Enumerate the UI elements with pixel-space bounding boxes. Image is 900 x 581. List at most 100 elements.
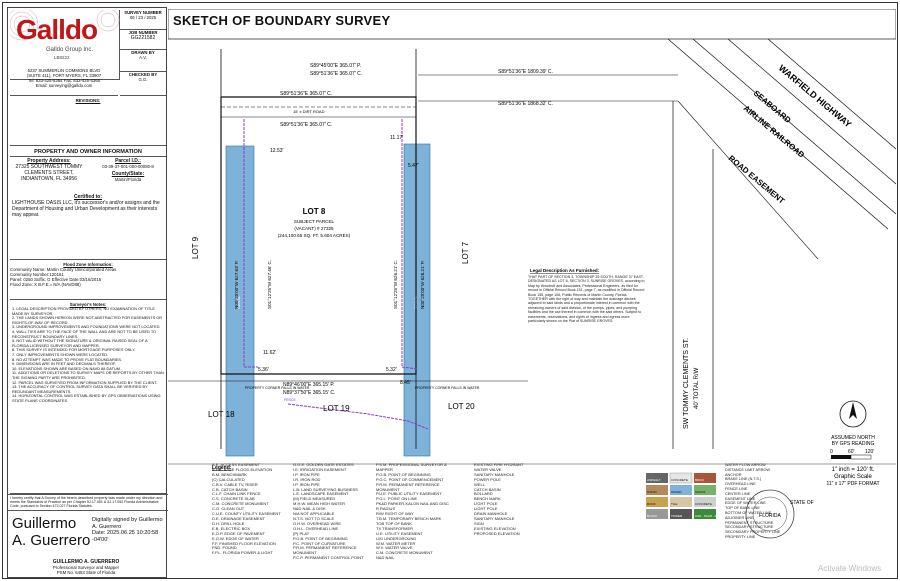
company-address: 5237 SUMMERLIN COMMONS BLVD (SUITE 411),… — [10, 66, 118, 96]
offset-12-53: 12.53' — [270, 148, 284, 154]
legend-entry: P.C.P. PERMANENT CONTROL POINT — [293, 555, 364, 561]
note-line: 6. THIS SURVEY IS INTENDED FOR MORTGAGE … — [12, 347, 136, 353]
gps-reading: BY GPS READING — [832, 441, 875, 447]
logo-contour-icon — [10, 10, 120, 41]
lot7-label: LOT 7 — [461, 241, 470, 264]
legend-entry: D.E. DRAINAGE EASEMENT — [212, 515, 265, 521]
drawn-by: A.V. — [139, 55, 147, 61]
legend-entry: T.B.M. TEMPORARY BENCH MARK — [376, 515, 442, 521]
legend-entry: M.H.W. MEAN HIGH WATER — [293, 501, 345, 507]
legend-entry: N.T.S. NOT TO SCALE — [293, 515, 335, 521]
drawing-title: SKETCH OF BOUNDARY SURVEY — [173, 13, 391, 28]
address-line: 5237 SUMMERLIN COMMONS BLVD — [27, 68, 101, 73]
legend-entry: L.B. LAND SURVEYING BUSINESS — [293, 486, 358, 492]
legend-entry: I.P. IRON PIPE — [293, 471, 320, 477]
job-number: GG221582 — [130, 35, 156, 42]
job-number-box: JOB NUMBER GG221582 — [120, 30, 166, 50]
note-line: 12. PARCEL WAS SURVEYED FROM INFORMATION… — [12, 379, 158, 385]
signature-block: I hereby certify that A Survey of the he… — [8, 494, 168, 581]
south-bound-bearing-1: S89°51'36"E 1809.39' C. — [498, 69, 553, 75]
signature-name-graphic: Guillermo A. Guerrero — [12, 515, 90, 549]
legend-entry: FENCE LINE — [725, 486, 748, 491]
flood-title: Flood Zone Information: — [63, 262, 113, 267]
title-frame — [168, 9, 896, 40]
seal-inner-ring — [752, 496, 788, 532]
legend-entry: O.H.L. OVERHEAD LINE — [293, 525, 339, 531]
boundary-sketch: CANAL CANAL S89°45'00"E 365.07' P. S89°5… — [168, 9, 896, 573]
offset-11-17: 11.17' — [390, 135, 403, 141]
scale-0: 0 — [830, 449, 833, 455]
legend-entry: G.G.E. GOLDEN GATE ESTATES — [293, 463, 354, 467]
scale-bar-light — [850, 454, 872, 460]
county-label: County/State: — [111, 171, 145, 178]
legend-entry: DRAIN MANHOLE — [474, 511, 508, 517]
lot20-label: LOT 20 — [448, 402, 475, 411]
swatch-label: BLOCK — [647, 514, 657, 518]
swatch-label: CONCRETE — [695, 502, 712, 506]
highway-row-line — [667, 38, 889, 230]
legend-entry: WATER FLOW ARROW — [725, 463, 766, 467]
legend-entry: BENCH MARK — [474, 496, 501, 502]
railroad-row-line-2 — [727, 38, 896, 185]
company-name: Galldo Group Inc. — [46, 47, 94, 53]
flood-info: Flood Zone Information: Community Name: … — [10, 262, 166, 300]
note-line: 3. UNDERGROUND IMPROVEMENTS AND FOUNDATI… — [12, 324, 161, 330]
legend-entry: F.F. FINISHED FLOOR ELEVATION — [212, 540, 276, 546]
scale-text: 1" inch = 120' ft. — [832, 467, 875, 473]
printed-surveyor: GUILLERMO A. GUERRERO Professional Surve… — [8, 559, 164, 575]
bottom-bearing-calc: N89°37'50"E 365.15' C. — [283, 390, 335, 396]
legend-entry: CENTER LINE — [725, 491, 751, 496]
digital-signature: Digitally signed by Guillermo A. Guerrer… — [92, 517, 164, 543]
legend-entry: P.O.C. POINT OF COMMENCEMENT — [376, 476, 444, 482]
checked-by-box: CHECKED BY G.G. — [120, 72, 166, 96]
legend-entry: OVERHEAD LINE — [725, 482, 756, 487]
note-line: 13. THE ACCURACY OF CONTROL SURVEY DATA … — [12, 384, 148, 394]
legend-entry: I.R. IRON ROD — [293, 476, 321, 482]
legend-entry: C.U.E. COUNTY UTILITY EASEMENT — [212, 511, 281, 517]
survey-number-label: SURVEY NUMBER — [124, 10, 162, 15]
legend-entry: D.H. DRILL HOLE — [212, 520, 245, 526]
parcel-label: Parcel I.D.: — [115, 158, 141, 164]
legend-entry: N/A NOT APPLICABLE — [293, 511, 335, 517]
corner-note-east: PROPERTY CORNER FALLS IN WATER — [415, 386, 480, 390]
swatch-label: BRICK — [695, 478, 704, 482]
note-line: 2. THE LANDS SHOWN HEREON WERE NOT ABSTR… — [12, 315, 163, 325]
legend-entry: C.M. CONCRETE MONUMENT — [212, 501, 269, 507]
north-arrow-icon — [839, 400, 867, 428]
legend-entry: U.E. UTILITY EASEMENT — [376, 530, 423, 536]
legend-entry: BRAKE LINE (N.T.S.) — [725, 477, 762, 482]
legal-description-box: THAT PART OF SECTION 3, TOWNSHIP 39 SOUT… — [528, 275, 645, 323]
west-canal — [225, 145, 255, 457]
offset-8-45: 8.45' — [400, 380, 411, 386]
inner-bearing: S89°51'36"E 365.07' C. — [280, 122, 332, 128]
legend-entry: EDGE OF WATER LINE — [725, 501, 766, 506]
top-bearing-calc: S89°51'36"E 365.07' C. — [280, 91, 332, 97]
legend-entry: P.S.M. PROFESSIONAL SURVEYOR & MAPPER — [376, 463, 447, 472]
swatch-labels: ASPHALT CONCRETE BRICK WOOD WATER GRASS … — [647, 478, 722, 518]
address-line: Tel: 833-425-5364 Fax: 833-425-5365 — [27, 78, 101, 84]
revisions-label: REVISIONS: — [75, 98, 101, 103]
legend-entry: C.B. CATCH BASIN — [212, 486, 248, 492]
east-bearing-calc: S01°12'25"W 626.21' C. — [393, 260, 398, 309]
legend-entry: P.C. POINT OF CURVATURE — [293, 540, 346, 546]
legend-entry: P.U.E. PUBLIC UTILITY EASEMENT — [376, 491, 442, 497]
certification-statement: I hereby certify that A Survey of the he… — [8, 495, 168, 511]
surveyor-license: PSM No. 6453 State of Florida — [56, 570, 116, 576]
easement-line — [677, 100, 819, 260]
legend-entry: N&D NAIL — [376, 555, 395, 561]
west-fence-line — [243, 119, 258, 368]
drawn-by-box: DRAWN BY A.V. — [120, 50, 166, 72]
offset-11-62: 11.62' — [263, 350, 276, 356]
activate-windows-watermark: Activate Windows — [818, 564, 881, 573]
note-line: 4. WALL TIES ARE TO THE FACE OF THE WALL… — [12, 329, 157, 339]
scale-120: 120' — [865, 449, 874, 455]
legend-column-3: P.S.M. PROFESSIONAL SURVEYOR & MAPPER P.O… — [376, 463, 464, 578]
seal-state-of: STATE OF — [790, 500, 814, 506]
survey-number-box: SURVEY NUMBER 06 / 23 / 2025 — [120, 10, 166, 30]
legend-entry: B.F.E. BASE FLOOD ELEVATION — [212, 466, 273, 472]
flood-line: Community Number:120161 — [10, 272, 64, 278]
note-line: 5. NOT VALID WITHOUT THE SIGNATURE & ORI… — [12, 338, 148, 348]
legend-entry: L.E. LANDSCAPE EASEMENT — [293, 491, 349, 497]
property-info: PROPERTY AND OWNER INFORMATION Property … — [10, 148, 166, 260]
